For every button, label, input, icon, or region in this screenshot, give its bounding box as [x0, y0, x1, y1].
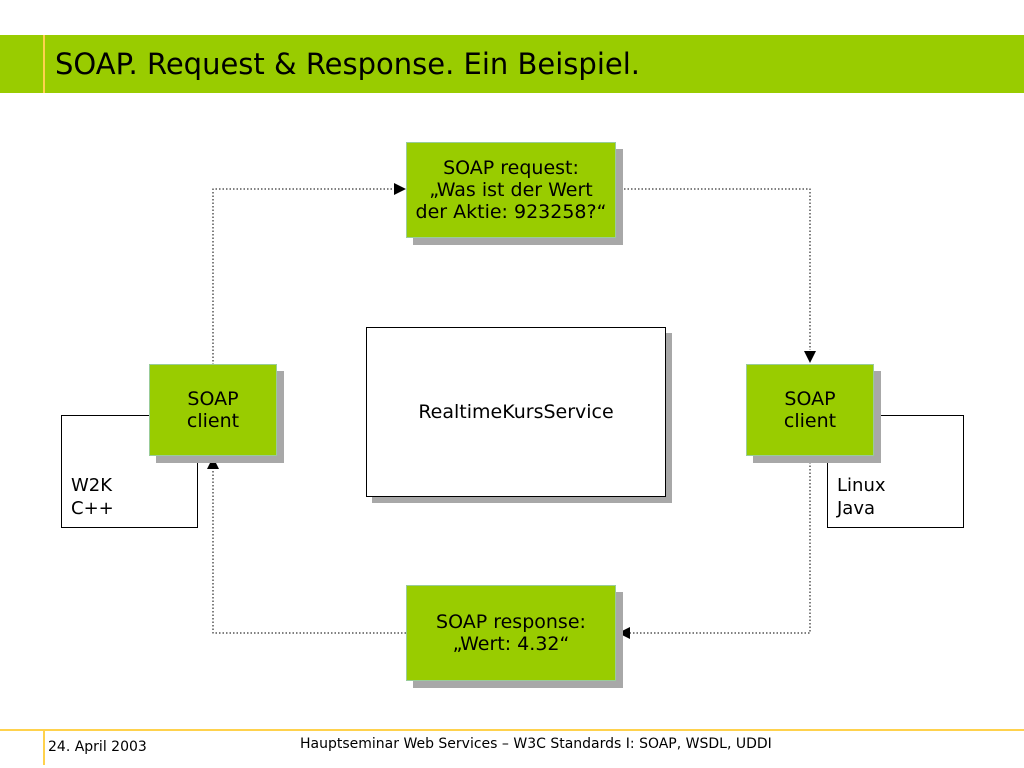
- request-line-1: SOAP request:: [443, 157, 579, 179]
- arrowhead-to-request: [394, 183, 406, 195]
- left-platform-os: W2K: [71, 475, 113, 496]
- right-client-line-2: client: [783, 410, 837, 432]
- right-platform-language: Java: [837, 498, 876, 519]
- arrowhead-to-response: [618, 627, 630, 639]
- slide-title: SOAP. Request & Response. Ein Beispiel.: [55, 47, 640, 81]
- right-soap-client-box: SOAP client: [746, 364, 874, 456]
- request-line-3: der Aktie: 923258?“: [415, 201, 607, 223]
- footer-course-title: Hauptseminar Web Services – W3C Standard…: [300, 736, 772, 752]
- response-line-2: „Wert: 4.32“: [452, 633, 570, 655]
- request-outgoing-connector: [212, 188, 396, 365]
- title-separator: [43, 35, 45, 93]
- footer-rule: [0, 729, 1024, 731]
- arrowhead-to-left-client: [207, 457, 219, 469]
- response-incoming-connector: [212, 470, 406, 634]
- request-line-2: „Was ist der Wert: [429, 179, 593, 201]
- footer: 24. April 2003 Hauptseminar Web Services…: [0, 729, 1024, 765]
- response-line-1: SOAP response:: [436, 611, 586, 633]
- soap-response-box: SOAP response: „Wert: 4.32“: [406, 585, 616, 681]
- request-incoming-connector: [624, 188, 811, 350]
- response-outgoing-connector: [630, 462, 811, 634]
- service-label: RealtimeKursService: [418, 401, 614, 423]
- left-client-line-1: SOAP: [187, 388, 239, 410]
- title-bar: SOAP. Request & Response. Ein Beispiel.: [0, 35, 1024, 93]
- service-box: RealtimeKursService: [366, 327, 666, 497]
- left-client-line-2: client: [186, 410, 240, 432]
- right-platform-os: Linux: [837, 475, 886, 496]
- footer-date: 24. April 2003: [48, 739, 147, 755]
- soap-request-box: SOAP request: „Was ist der Wert der Akti…: [406, 142, 616, 238]
- arrowhead-to-right-client: [804, 351, 816, 363]
- left-platform-language: C++: [71, 498, 114, 519]
- right-client-line-1: SOAP: [784, 388, 836, 410]
- left-soap-client-box: SOAP client: [149, 364, 277, 456]
- footer-separator: [43, 729, 45, 765]
